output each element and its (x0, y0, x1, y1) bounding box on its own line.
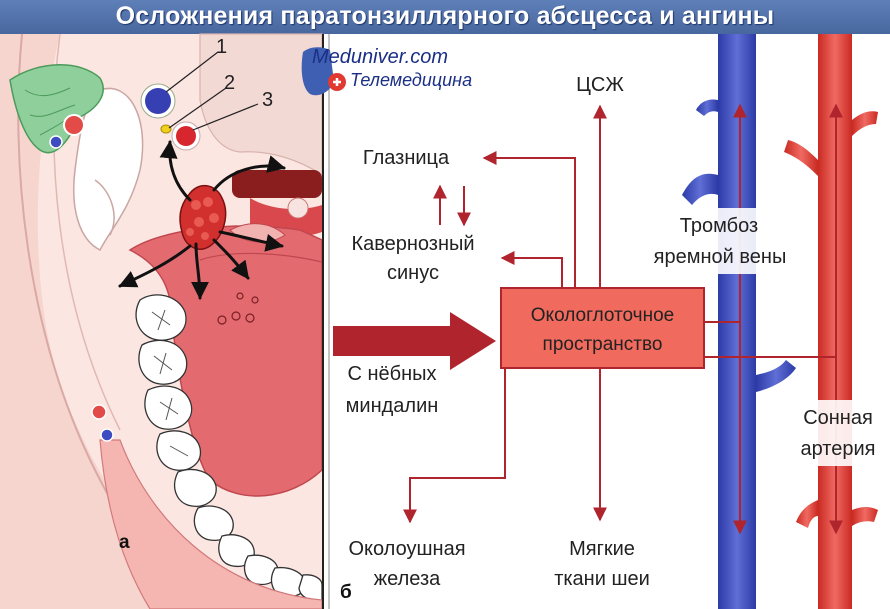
label-orbit: Глазница (363, 147, 450, 169)
center-box (500, 287, 705, 369)
figure-title: Осложнения паратонзиллярного абсцесса и … (115, 2, 775, 30)
spread-arrows (118, 140, 286, 300)
panel-a-letter: а (119, 532, 130, 553)
label-cavernous-1: Кавернозный (351, 233, 474, 255)
label-soft-tissue-1: Мягкие (569, 538, 635, 560)
panel-b-flow: Окологлоточное пространство ЦСЖ Глазница… (333, 34, 888, 609)
watermark-line1: Meduniver.com (312, 46, 448, 68)
watermark: Meduniver.com Телемедицина (301, 46, 472, 96)
label-carotid-2: артерия (801, 438, 876, 460)
label-csf: ЦСЖ (576, 74, 624, 96)
label-source-2: миндалин (346, 395, 439, 417)
panel-b-letter: б (340, 582, 352, 603)
label-source-1: С нёбных (347, 363, 436, 385)
label-thrombosis-1: Тромбоз (680, 215, 758, 237)
callout-2: 2 (224, 72, 235, 94)
callout-1: 1 (216, 36, 227, 58)
source-arrow (333, 312, 496, 370)
center-box-line2: пространство (543, 334, 663, 355)
center-box-line1: Окологлоточное (531, 305, 674, 326)
label-soft-tissue-2: ткани шеи (554, 568, 650, 590)
label-parotid-2: железа (374, 568, 441, 590)
panel-a-anatomy: 1 2 3 а (0, 33, 323, 609)
watermark-line2: Телемедицина (350, 70, 472, 90)
label-thrombosis-2: яремной вены (654, 246, 787, 268)
callout-3: 3 (262, 89, 273, 111)
carotid-artery (784, 34, 878, 609)
teeth (135, 294, 323, 602)
label-parotid-1: Околоушная (348, 538, 465, 560)
title-bar: Осложнения паратонзиллярного абсцесса и … (0, 0, 890, 34)
label-carotid-1: Сонная (803, 407, 873, 429)
label-cavernous-2: синус (387, 262, 439, 284)
